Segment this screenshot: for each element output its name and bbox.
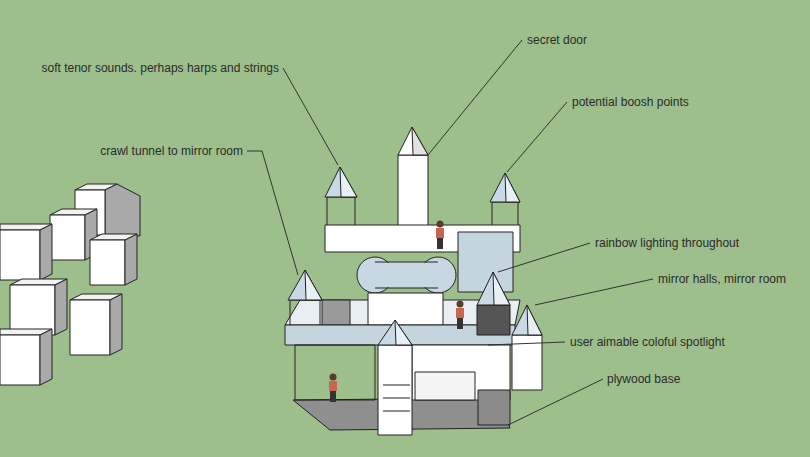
person-figures (329, 221, 464, 403)
castle (285, 127, 542, 435)
callout-label: secret door (527, 32, 587, 48)
callout-label: potential boosh points (572, 94, 689, 110)
block-cluster (0, 184, 140, 385)
callout-label: soft tenor sounds. perhaps harps and str… (42, 60, 279, 76)
callout-label: crawl tunnel to mirror room (100, 143, 243, 159)
callout-label: plywood base (607, 371, 680, 387)
callout-label: user aimable coloful spotlight (570, 334, 725, 350)
callout-label: rainbow lighting throughout (595, 235, 739, 251)
callout-label: mirror halls, mirror room (658, 271, 786, 287)
